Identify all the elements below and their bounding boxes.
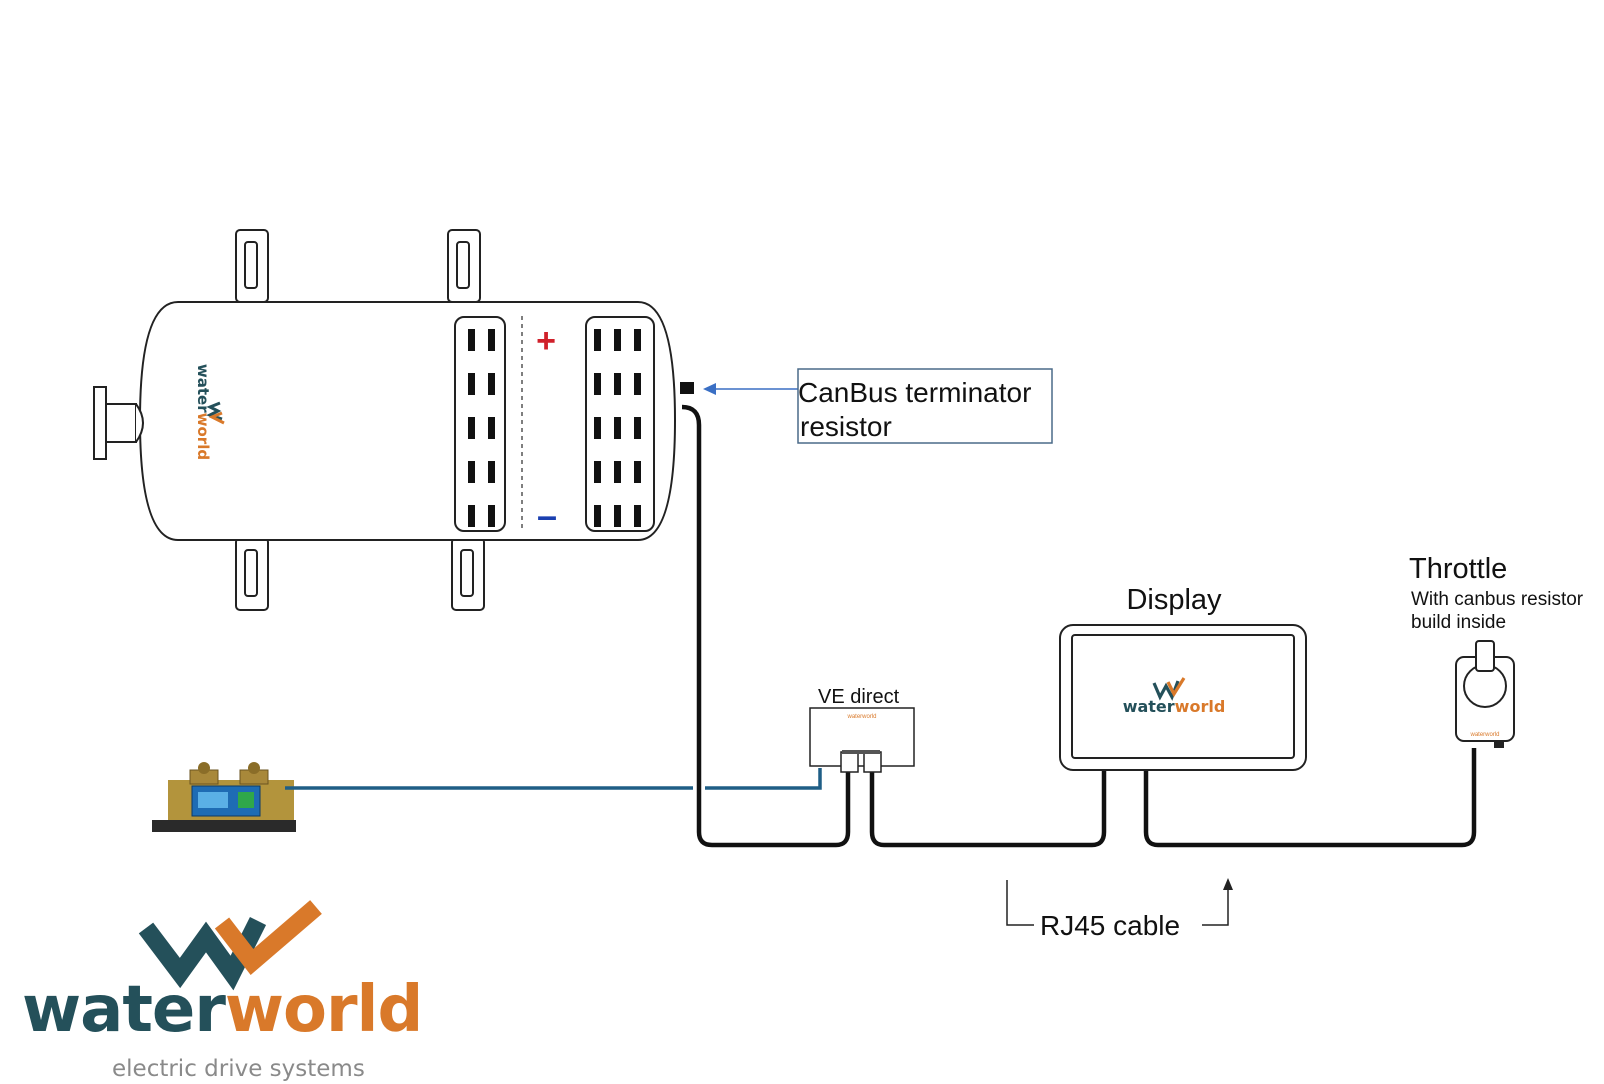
display-screen	[1071, 634, 1295, 759]
canbus-label-line-1: CanBus terminator	[798, 377, 1031, 408]
terminal-right-slot-3-0	[594, 461, 601, 483]
display-label: Display	[1126, 584, 1222, 616]
rj45-cable-vedirect-to-display	[869, 770, 1107, 848]
display-logo-text-world: world	[1175, 697, 1226, 716]
rj45-cable-battery-to-vedirect	[681, 404, 851, 848]
terminal-left-slot-2-1	[488, 417, 495, 439]
terminal-left-slot-1-0	[468, 373, 475, 395]
battery-logo-text-world: world	[194, 413, 212, 460]
svg-text:waterworld: waterworld	[194, 364, 212, 460]
canbus-label-box	[797, 368, 1053, 444]
terminal-right-slot-0-1	[614, 329, 621, 351]
ve-direct-box	[809, 707, 915, 767]
throttle-unit: Throttle With canbus resistor build insi…	[1409, 553, 1584, 748]
display-logo-text-water: water	[1123, 697, 1175, 716]
terminal-right-slot-3-1	[614, 461, 621, 483]
canbus-terminator-callout: CanBus terminator resistor	[703, 368, 1053, 444]
waterworld-tagline: electric drive systems	[112, 1056, 365, 1082]
logo-text-water: water	[22, 973, 226, 1047]
terminal-left-slot-1-1	[488, 373, 495, 395]
ve-direct-port-left	[840, 751, 859, 773]
positive-terminal-sign: +	[536, 322, 556, 360]
terminal-left-slot-4-1	[488, 505, 495, 527]
canbus-arrow-head	[703, 383, 716, 395]
ve-direct-module: VE direct waterworld	[809, 686, 915, 773]
rj45-cable-callout: RJ45 cable	[1006, 878, 1233, 941]
svg-text:waterworld: waterworld	[1123, 697, 1226, 716]
ve-direct-label: VE direct	[818, 686, 900, 708]
ve-direct-cable	[285, 768, 822, 790]
terminal-right-slot-1-1	[614, 373, 621, 395]
terminal-right-slot-0-0	[594, 329, 601, 351]
battery-mounting-tab-bottom-right	[451, 537, 485, 611]
terminal-left-slot-0-0	[468, 329, 475, 351]
battery-mounting-tab-top-left	[235, 229, 269, 303]
terminal-left-slot-3-0	[468, 461, 475, 483]
battery-mounting-tab-top-right	[447, 229, 481, 303]
throttle-label: Throttle	[1409, 553, 1507, 585]
terminal-right-slot-4-2	[634, 505, 641, 527]
ve-direct-port-right	[863, 751, 882, 773]
terminal-right-slot-1-0	[594, 373, 601, 395]
terminal-left-slot-0-1	[488, 329, 495, 351]
terminal-right-slot-0-2	[634, 329, 641, 351]
battery-mounting-tab-bottom-left	[235, 537, 269, 611]
throttle-small-logo: waterworld	[1469, 732, 1499, 738]
display-unit: Display waterworld	[1059, 584, 1307, 771]
terminal-left-slot-3-1	[488, 461, 495, 483]
terminal-left-slot-4-0	[468, 505, 475, 527]
rj45-arrow-head	[1223, 878, 1233, 890]
waterworld-logo-mark	[138, 900, 322, 991]
terminal-right-slot-3-2	[634, 461, 641, 483]
waterworld-logo-wordmark: waterworld	[22, 973, 422, 1047]
battery-body	[138, 301, 677, 541]
throttle-note-line-1: With canbus resistor	[1411, 589, 1584, 610]
throttle-port	[1494, 742, 1504, 748]
logo-text-world: world	[225, 973, 422, 1047]
waterworld-logo: waterworld electric drive systems	[22, 900, 423, 1082]
terminal-right-slot-1-2	[634, 373, 641, 395]
rj45-bracket-left	[1006, 880, 1034, 926]
battery: waterworld + –	[93, 229, 694, 611]
terminal-left-slot-2-0	[468, 417, 475, 439]
throttle-note-line-2: build inside	[1411, 612, 1506, 633]
terminal-right-slot-2-0	[594, 417, 601, 439]
battery-waterworld-logo: waterworld	[194, 364, 225, 460]
terminal-right-slot-4-0	[594, 505, 601, 527]
display-waterworld-logo: waterworld	[1123, 677, 1226, 716]
negative-terminal-sign: –	[537, 495, 557, 536]
battery-valve	[93, 386, 144, 460]
canbus-label-line-2: resistor	[800, 411, 892, 442]
rj45-bracket-right	[1202, 888, 1229, 926]
battery-terminal-block-right	[585, 316, 655, 532]
rj45-cable-display-to-throttle	[1143, 748, 1477, 848]
battery-logo-text-water: water	[194, 364, 212, 413]
throttle-lever	[1475, 640, 1495, 672]
rj45-cable-label: RJ45 cable	[1040, 910, 1180, 941]
terminal-right-slot-2-1	[614, 417, 621, 439]
canbus-terminator-resistor	[680, 382, 694, 394]
terminal-right-slot-2-2	[634, 417, 641, 439]
battery-terminal-block-left	[454, 316, 506, 532]
terminal-right-slot-4-1	[614, 505, 621, 527]
ve-direct-small-logo: waterworld	[846, 714, 876, 720]
battery-shunt	[152, 762, 296, 832]
